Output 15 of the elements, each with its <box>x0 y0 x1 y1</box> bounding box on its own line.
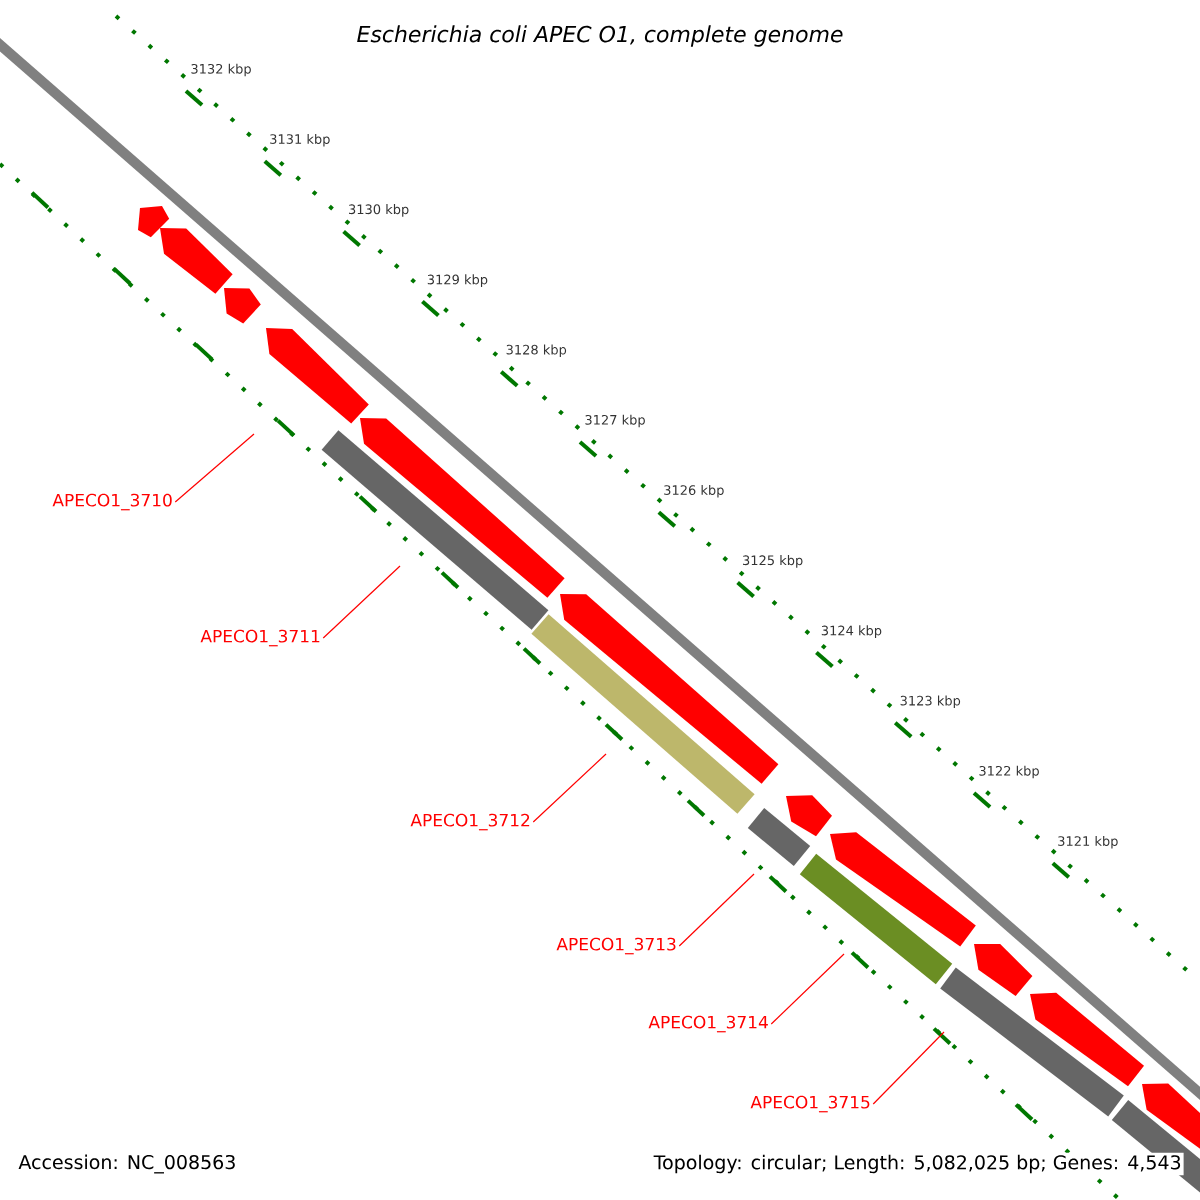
title: Escherichia coli APEC O1, complete genome <box>357 25 843 47</box>
gene-label: APECO1_3711 <box>200 629 320 647</box>
accession-text: Accession: NC_008563 <box>18 1154 235 1174</box>
gene-label: APECO1_3710 <box>52 493 172 511</box>
gene-label: APECO1_3713 <box>556 937 676 955</box>
gene-label: APECO1_3714 <box>648 1015 768 1033</box>
leader-line <box>872 1031 945 1105</box>
leader-line <box>532 753 607 823</box>
leader-line <box>678 873 755 947</box>
leader-line <box>322 565 401 639</box>
leader-line <box>174 433 255 503</box>
leader-line <box>770 953 845 1025</box>
gene-label: APECO1_3712 <box>410 813 530 831</box>
gene-label: APECO1_3715 <box>750 1095 870 1113</box>
genome-info-text: Topology: circular; Length: 5,082,025 bp; Genes: 4,543 <box>651 1152 1184 1176</box>
